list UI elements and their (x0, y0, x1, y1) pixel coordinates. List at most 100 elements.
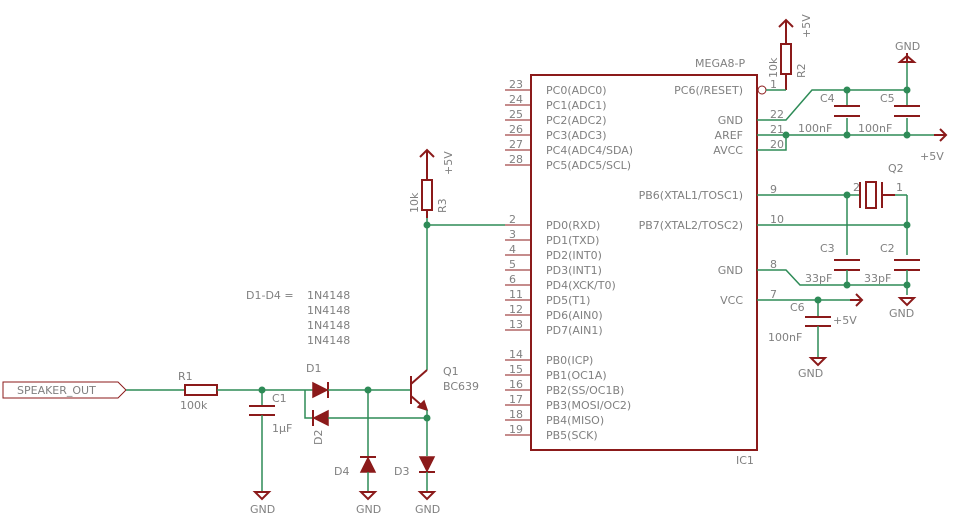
pin-name: PB6(XTAL1/TOSC1) (639, 189, 743, 202)
pin-name: PC6(/RESET) (674, 84, 743, 97)
pin-name: PD7(AIN1) (546, 324, 603, 337)
pin-number: 6 (509, 273, 516, 286)
pin-name: PD3(INT1) (546, 264, 602, 277)
c1-ref: C1 (272, 392, 287, 405)
note-line-2: 1N4148 (307, 304, 350, 317)
gnd-label-c6: GND (798, 367, 823, 380)
r1-ref: R1 (178, 370, 193, 383)
pin-name: VCC (720, 294, 743, 307)
r2-vcc-label: +5V (800, 14, 813, 38)
ic-pin-left: 18 PB4(MISO) (505, 408, 604, 427)
c2-value: 33pF (864, 272, 891, 285)
d1-ref: D1 (306, 362, 321, 375)
c2-ref: C2 (880, 242, 895, 255)
pin-name: PC0(ADC0) (546, 84, 607, 97)
gnd-label-c1: GND (250, 503, 275, 516)
c6-ref: C6 (790, 301, 805, 314)
q2-pin1: 1 (896, 181, 903, 194)
pin-name: PD1(TXD) (546, 234, 599, 247)
pin-name: PC3(ADC3) (546, 129, 607, 142)
c5-ref: C5 (880, 92, 895, 105)
pin-number: 5 (509, 258, 516, 271)
ic-pin-left: 4 PD2(INT0) (505, 243, 602, 262)
vcc-decoupling: C6 100nF +5V GND (757, 293, 864, 380)
r3-vcc-label: +5V (442, 151, 455, 175)
ic-body (530, 74, 758, 451)
gnd-label-crystal: GND (889, 307, 914, 320)
pin-name: PD6(AIN0) (546, 309, 603, 322)
pin-number: 28 (509, 153, 523, 166)
gnd-label-top: GND (895, 40, 920, 53)
pin-number: 19 (509, 423, 523, 436)
pin-number: 23 (509, 78, 523, 91)
ic-pin-left: 13 PD7(AIN1) (505, 318, 603, 337)
crystal-network: Q2 2 1 C3 33pF C2 33pF GND (757, 162, 920, 320)
d4-diode: D4 GND (334, 390, 381, 516)
d3-ref: D3 (394, 465, 409, 478)
pin-number: 3 (509, 228, 516, 241)
pin-name: PB3(MOSI/OC2) (546, 399, 631, 412)
vcc-label-c6: +5V (833, 314, 857, 327)
c3-value: 33pF (805, 272, 832, 285)
c5-value: 100nF (858, 122, 892, 135)
pin-number: 12 (509, 303, 523, 316)
pin-number: 24 (509, 93, 523, 106)
pin-name: PB4(MISO) (546, 414, 604, 427)
gnd-label-d4: GND (356, 503, 381, 516)
ic-pin-left: 17 PB3(MOSI/OC2) (505, 393, 631, 412)
ic-pin-left: 15 PB1(OC1A) (505, 363, 607, 382)
pin-name: GND (718, 114, 743, 127)
pin-name: PC2(ADC2) (546, 114, 607, 127)
ic-pin-left: 5 PD3(INT1) (505, 258, 602, 277)
pin-name: PD0(RXD) (546, 219, 600, 232)
r3-ref: R3 (436, 198, 449, 213)
pin-number: 16 (509, 378, 523, 391)
c4-ref: C4 (820, 92, 835, 105)
pin-name: PB2(SS/OC1B) (546, 384, 624, 397)
pin-number: 21 (770, 123, 784, 136)
r2-value: 10k (767, 57, 780, 78)
pin-number: 15 (509, 363, 523, 376)
pin-number: 18 (509, 408, 523, 421)
d3-diode: D3 GND (394, 418, 440, 516)
ic-pin-left: 23 PC0(ADC0) (505, 78, 607, 97)
ic-name: MEGA8-P (695, 57, 745, 70)
r1-resistor: R1 100k (178, 370, 218, 412)
d2-diode: D2 (304, 390, 427, 445)
ic-pin-left: 16 PB2(SS/OC1B) (505, 378, 624, 397)
pin-name: PB1(OC1A) (546, 369, 607, 382)
pin-number: 11 (509, 288, 523, 301)
r2-ref: R2 (795, 63, 808, 78)
c6-value: 100nF (768, 331, 802, 344)
c4-value: 100nF (798, 122, 832, 135)
pin-number: 2 (509, 213, 516, 226)
pin-number: 13 (509, 318, 523, 331)
c1-capacitor: C1 1µF GND (249, 390, 292, 516)
q1-transistor: Q1 BC639 (410, 365, 479, 418)
q1-ref: Q1 (443, 365, 459, 378)
pin-number: 17 (509, 393, 523, 406)
pin-number: 4 (509, 243, 516, 256)
r3-value: 10k (408, 192, 421, 213)
ic-pin-left: 2 PD0(RXD) (505, 213, 600, 232)
r1-value: 100k (180, 399, 208, 412)
pin-name: PD2(INT0) (546, 249, 602, 262)
pin-name: PB7(XTAL2/TOSC2) (639, 219, 743, 232)
d2-ref: D2 (312, 430, 325, 445)
